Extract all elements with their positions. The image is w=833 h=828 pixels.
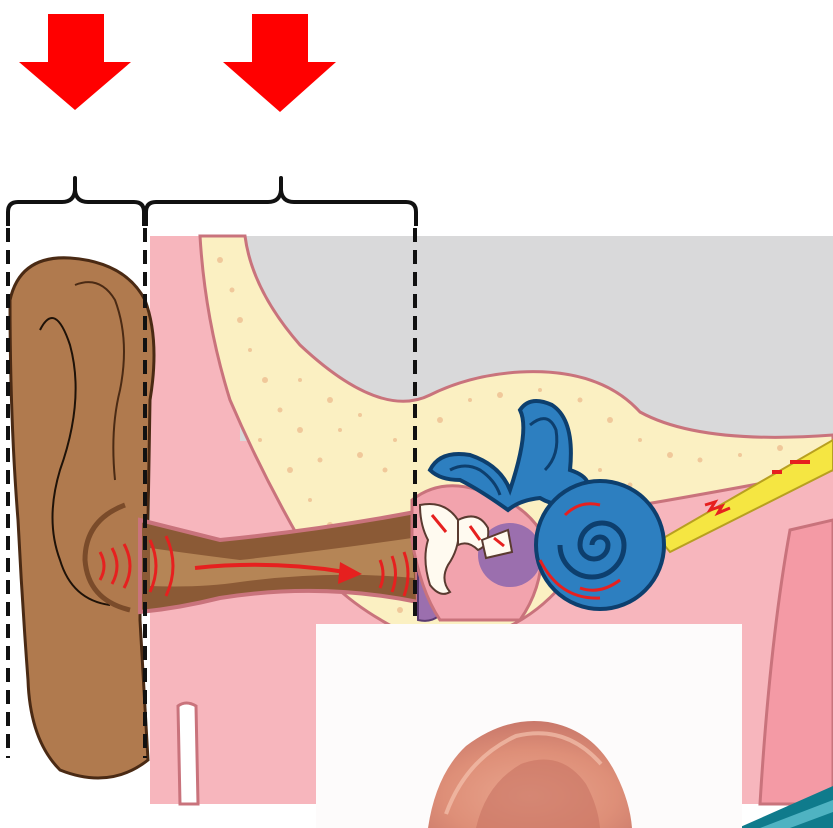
auricle	[10, 258, 154, 778]
middle-ear-brace	[146, 178, 416, 226]
outer-ear-red-arrow	[19, 14, 131, 110]
outer-ear-brace	[8, 178, 144, 226]
middle-ear-red-arrow	[223, 14, 336, 112]
ear-photo-panel	[316, 624, 742, 828]
lower-tissue-notch	[178, 703, 198, 804]
ear-photo	[316, 624, 742, 828]
